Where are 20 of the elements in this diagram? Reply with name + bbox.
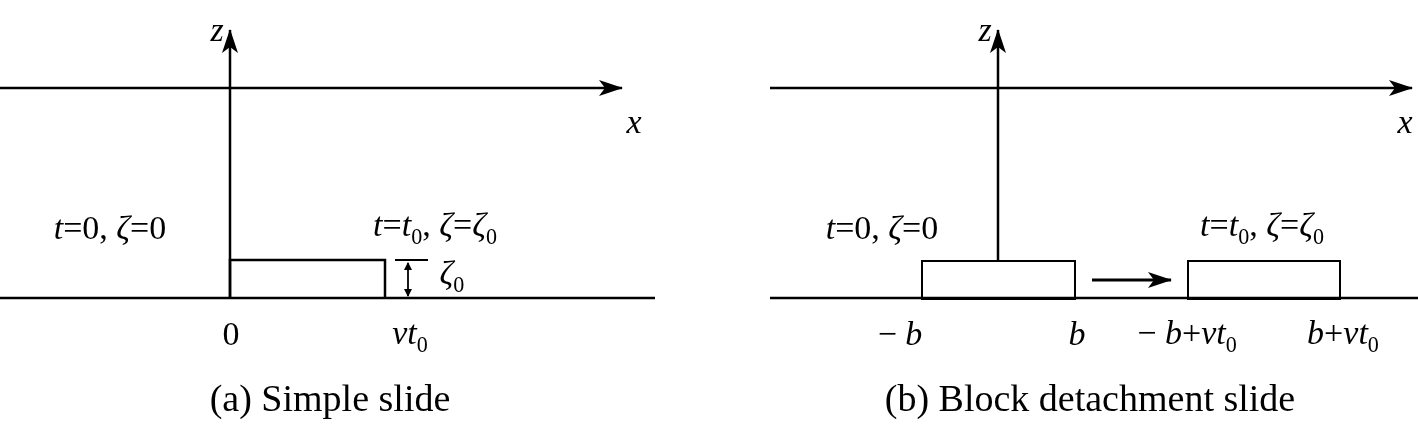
- condition-label: t=0, ζ=0: [825, 211, 939, 245]
- caption: (a) Simple slide: [209, 379, 451, 417]
- caption: (b) Block detachment slide: [884, 379, 1296, 417]
- tick-label: − b: [877, 317, 923, 351]
- tick-label: 0: [222, 317, 240, 351]
- condition-label: t=t$_{0}$, ζ=ζ$_{0}$: [373, 208, 497, 248]
- tick-label: b: [1068, 317, 1086, 351]
- arrow: [1092, 272, 1172, 288]
- tick-label: b+vt$_{0}$: [1307, 316, 1379, 356]
- tick-label: vt$_{0}$: [392, 316, 428, 356]
- dimension-label: ζ$_{0}$: [439, 256, 465, 296]
- condition-label: t=t$_{0}$, ζ=ζ$_{0}$: [1200, 208, 1324, 248]
- axis-label: z: [210, 13, 224, 47]
- axis-label: z: [978, 13, 992, 47]
- axis-label: x: [1397, 105, 1413, 139]
- condition-label: t=0, ζ=0: [53, 211, 167, 245]
- block-rect: [921, 260, 1076, 300]
- axis-label: x: [626, 105, 642, 139]
- tick-label: − b+vt$_{0}$: [1137, 316, 1237, 356]
- block-rect: [1187, 260, 1341, 300]
